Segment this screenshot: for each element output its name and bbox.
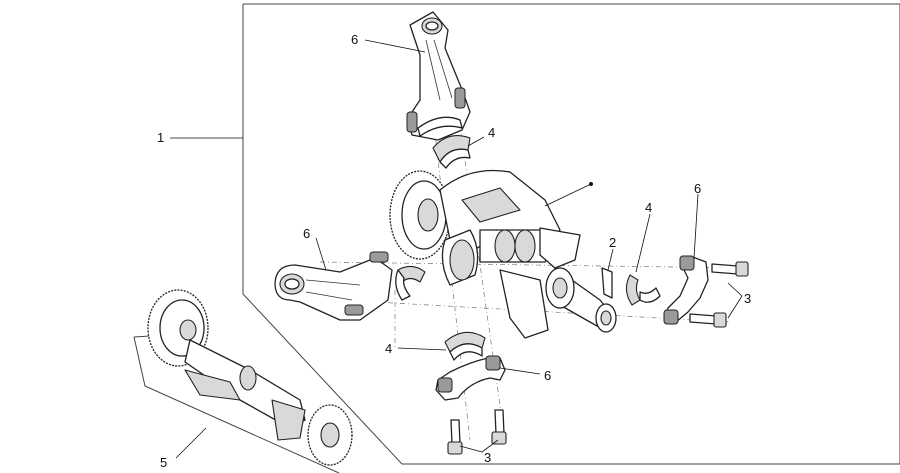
rod-bolts-lower bbox=[447, 409, 507, 455]
callout-6-bottom: 6 bbox=[544, 368, 551, 383]
connecting-rod-upper bbox=[406, 11, 471, 141]
bearing-shell-left bbox=[395, 265, 426, 301]
rod-bolts-right bbox=[689, 261, 749, 328]
assembly-frame bbox=[242, 3, 900, 465]
bearing-shell-upper bbox=[432, 135, 471, 169]
crank-key bbox=[601, 267, 613, 299]
balance-shaft bbox=[147, 289, 353, 466]
callout-3-bottom: 3 bbox=[484, 450, 491, 465]
bearing-shell-lower bbox=[444, 331, 486, 361]
bearing-shell-right bbox=[625, 274, 661, 306]
callout-labels: 1 6 4 6 2 4 6 3 4 6 3 5 bbox=[157, 32, 751, 470]
callout-6-top: 6 bbox=[351, 32, 358, 47]
callout-3-right: 3 bbox=[744, 291, 751, 306]
rod-cap-lower bbox=[435, 355, 506, 401]
callout-1: 1 bbox=[157, 130, 164, 145]
callout-6-right: 6 bbox=[694, 181, 701, 196]
reference-dot bbox=[589, 182, 593, 186]
balance-shaft-frame bbox=[133, 335, 340, 473]
callout-4-top: 4 bbox=[488, 125, 495, 140]
callout-4-bottom: 4 bbox=[385, 341, 392, 356]
connecting-rod-left bbox=[274, 251, 393, 321]
callout-6-left: 6 bbox=[303, 226, 310, 241]
rod-cap-right bbox=[663, 255, 709, 325]
callout-5: 5 bbox=[160, 455, 167, 470]
crankshaft bbox=[389, 169, 617, 339]
callout-2: 2 bbox=[609, 235, 616, 250]
leader-lines bbox=[170, 39, 743, 459]
callout-4-right: 4 bbox=[645, 200, 652, 215]
